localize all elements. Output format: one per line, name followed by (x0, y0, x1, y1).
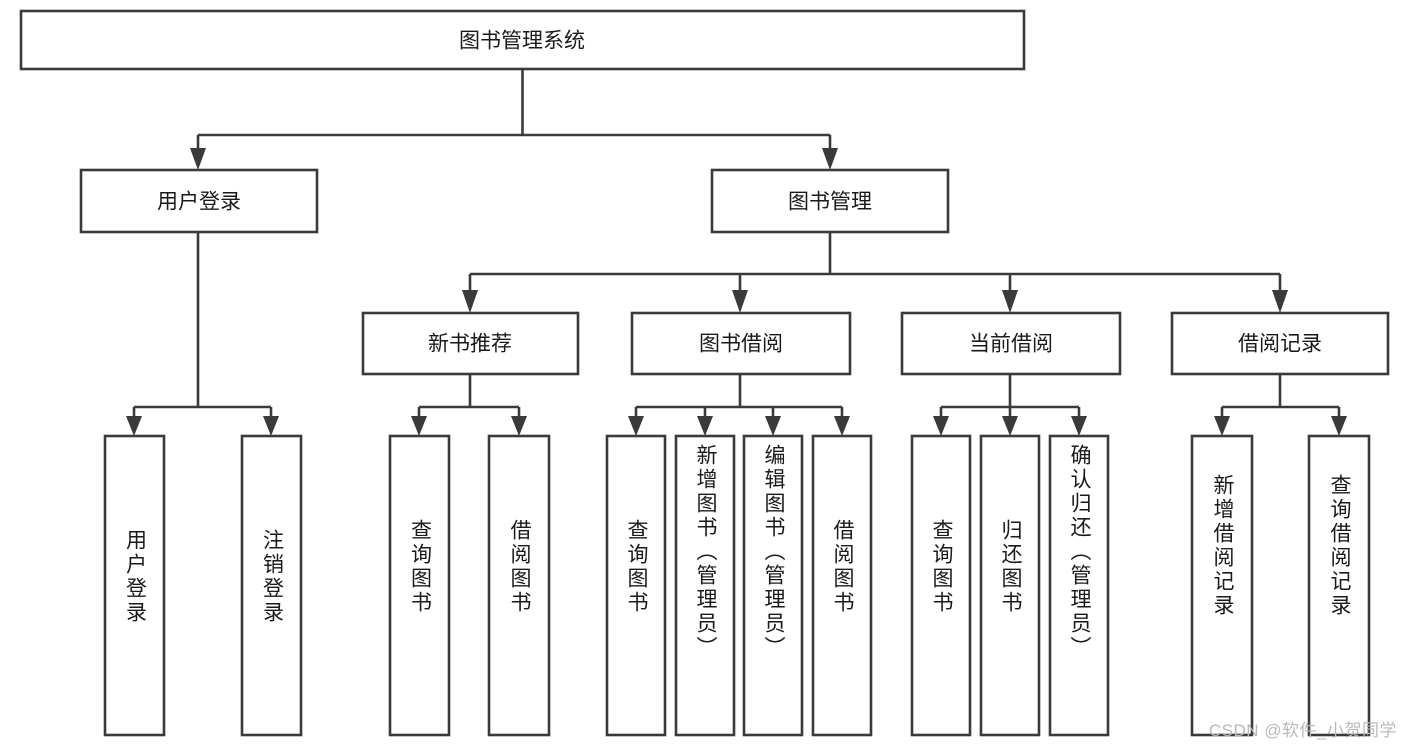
edge-layer (126, 69, 1347, 436)
leaf-borrow-book-1-box[interactable] (487, 434, 551, 737)
node-borrow-record-box[interactable] (1170, 311, 1390, 376)
node-current-borrow[interactable]: 当前借阅 (900, 311, 1122, 376)
arrowhead-leaf-query-record (1331, 416, 1347, 436)
leaf-add-record-box[interactable] (1190, 434, 1254, 737)
node-root-box[interactable] (19, 9, 1026, 71)
node-user-login-box[interactable] (79, 168, 319, 234)
node-borrow-record-label: 借阅记录 (1238, 333, 1322, 356)
node-book-manage[interactable]: 图书管理 (710, 168, 950, 234)
arrowhead-leaf-add-book (697, 416, 713, 436)
node-book-manage-label: 图书管理 (788, 191, 872, 214)
node-new-book-rec[interactable]: 新书推荐 (361, 311, 580, 376)
leaf-user-login-box[interactable] (103, 434, 166, 737)
arrowhead-leaf-borrow-book-1 (511, 416, 527, 436)
leaf-add-book-box[interactable] (674, 434, 736, 737)
arrowhead-new-book-rec (462, 290, 478, 313)
node-current-borrow-box[interactable] (900, 311, 1122, 376)
arrowhead-book-borrow (732, 290, 748, 313)
arrowhead-leaf-query-book-3 (933, 416, 949, 436)
node-current-borrow-label: 当前借阅 (969, 333, 1053, 356)
node-book-borrow-box[interactable] (630, 311, 852, 376)
leaf-query-book-3-box[interactable] (910, 434, 972, 737)
arrowhead-leaf-user-login (126, 416, 142, 436)
leaf-query-book-1-box[interactable] (388, 434, 451, 737)
arrowhead-leaf-user-logout (263, 416, 279, 436)
arrowhead-current-borrow (1002, 290, 1018, 313)
leaf-query-book-2-box[interactable] (605, 434, 667, 737)
node-borrow-record[interactable]: 借阅记录 (1170, 311, 1390, 376)
leaf-edit-book-box[interactable] (742, 434, 804, 737)
leaf-return-book-box[interactable] (979, 434, 1041, 737)
arrowhead-leaf-confirm-return (1071, 416, 1087, 436)
arrowhead-leaf-query-book-1 (411, 416, 427, 436)
leaf-confirm-return-box[interactable] (1048, 434, 1110, 737)
arrowhead-user-login (190, 148, 206, 170)
node-new-book-rec-label: 新书推荐 (428, 333, 512, 356)
node-new-book-rec-box[interactable] (361, 311, 580, 376)
node-book-borrow-label: 图书借阅 (699, 333, 783, 356)
node-book-manage-box[interactable] (710, 168, 950, 234)
leaf-user-logout-box[interactable] (240, 434, 303, 737)
leaf-query-record-box[interactable] (1307, 434, 1371, 737)
arrowhead-leaf-query-book-2 (628, 416, 644, 436)
arrowhead-leaf-add-record (1214, 416, 1230, 436)
node-root-label: 图书管理系统 (459, 30, 585, 53)
node-book-borrow[interactable]: 图书借阅 (630, 311, 852, 376)
node-user-login-label: 用户登录 (157, 191, 241, 214)
leaf-box-layer (103, 434, 1371, 737)
leaf-borrow-book-2-box[interactable] (811, 434, 873, 737)
arrowhead-book-manage (822, 148, 838, 170)
node-user-login[interactable]: 用户登录 (79, 168, 319, 234)
csdn-watermark: CSDN @软件_小贺同学 (1208, 721, 1397, 740)
arrowhead-leaf-return-book (1002, 416, 1018, 436)
arrowhead-leaf-edit-book (765, 416, 781, 436)
arrowhead-leaf-borrow-book-2 (834, 416, 850, 436)
node-root[interactable]: 图书管理系统 (19, 9, 1026, 71)
arrowhead-borrow-record (1272, 290, 1288, 313)
